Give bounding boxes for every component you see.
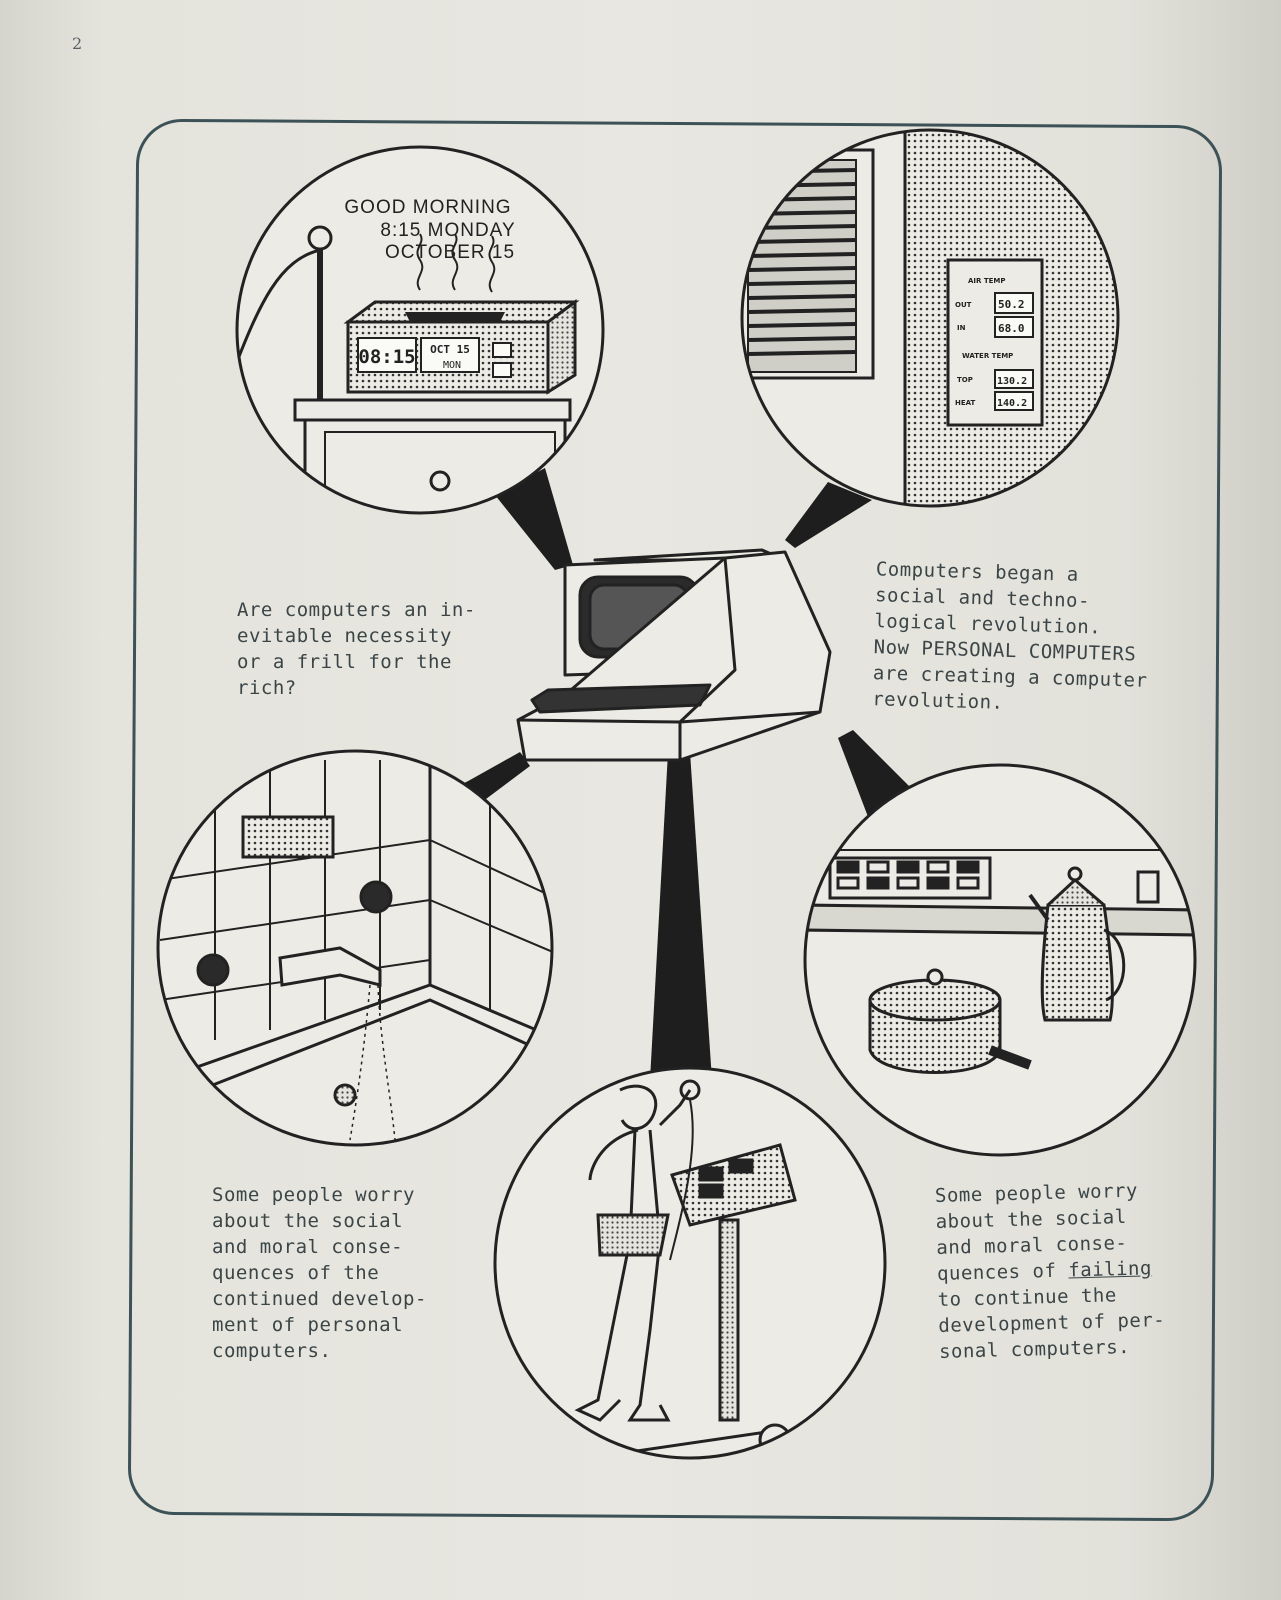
computer-terminal <box>516 548 832 762</box>
clock-speech-line-1: GOOD MORNING <box>344 197 511 218</box>
out-label: OUT <box>955 301 972 309</box>
clock-display-day: MON <box>443 360 461 371</box>
kitchen-scene <box>803 763 1197 1157</box>
heat-label: HEAT <box>955 399 976 407</box>
water-temp-label: WATER TEMP <box>962 352 1013 360</box>
caption-top-left: Are computers an in- evitable necessity … <box>237 599 476 699</box>
page-number: 2 <box>72 34 83 53</box>
top-temp-value: 130.2 <box>997 376 1027 387</box>
caption-top-right: Computers began a social and techno- log… <box>871 558 1148 714</box>
heat-temp-value: 140.2 <box>997 398 1027 409</box>
clock-display-time: 08:15 <box>358 346 415 368</box>
out-temp-value: 50.2 <box>998 298 1025 311</box>
caption-bottom-left: Some people worry about the social and m… <box>212 1184 427 1362</box>
air-temp-label: AIR TEMP <box>968 277 1006 285</box>
bathtub-scene <box>156 749 554 1147</box>
thermostat-panel: AIR TEMP OUT IN WATER TEMP TOP HEAT 50.2… <box>946 258 1044 427</box>
clock-display-date: OCT 15 <box>430 343 470 356</box>
top-label: TOP <box>957 376 973 384</box>
in-label: IN <box>957 324 966 332</box>
thermostat-scene: AIR TEMP OUT IN WATER TEMP TOP HEAT 50.2… <box>740 128 1120 508</box>
clock-speech-line-3: OCTOBER 15 <box>385 242 515 263</box>
clock-speech-line-2: 8:15 MONDAY <box>380 220 515 241</box>
health-scale-scene <box>493 1066 887 1460</box>
caption-underlined-word: failing <box>1068 1257 1153 1282</box>
caption-bottom-right: Some people worry about the social and m… <box>935 1177 1167 1365</box>
in-temp-value: 68.0 <box>998 322 1025 335</box>
